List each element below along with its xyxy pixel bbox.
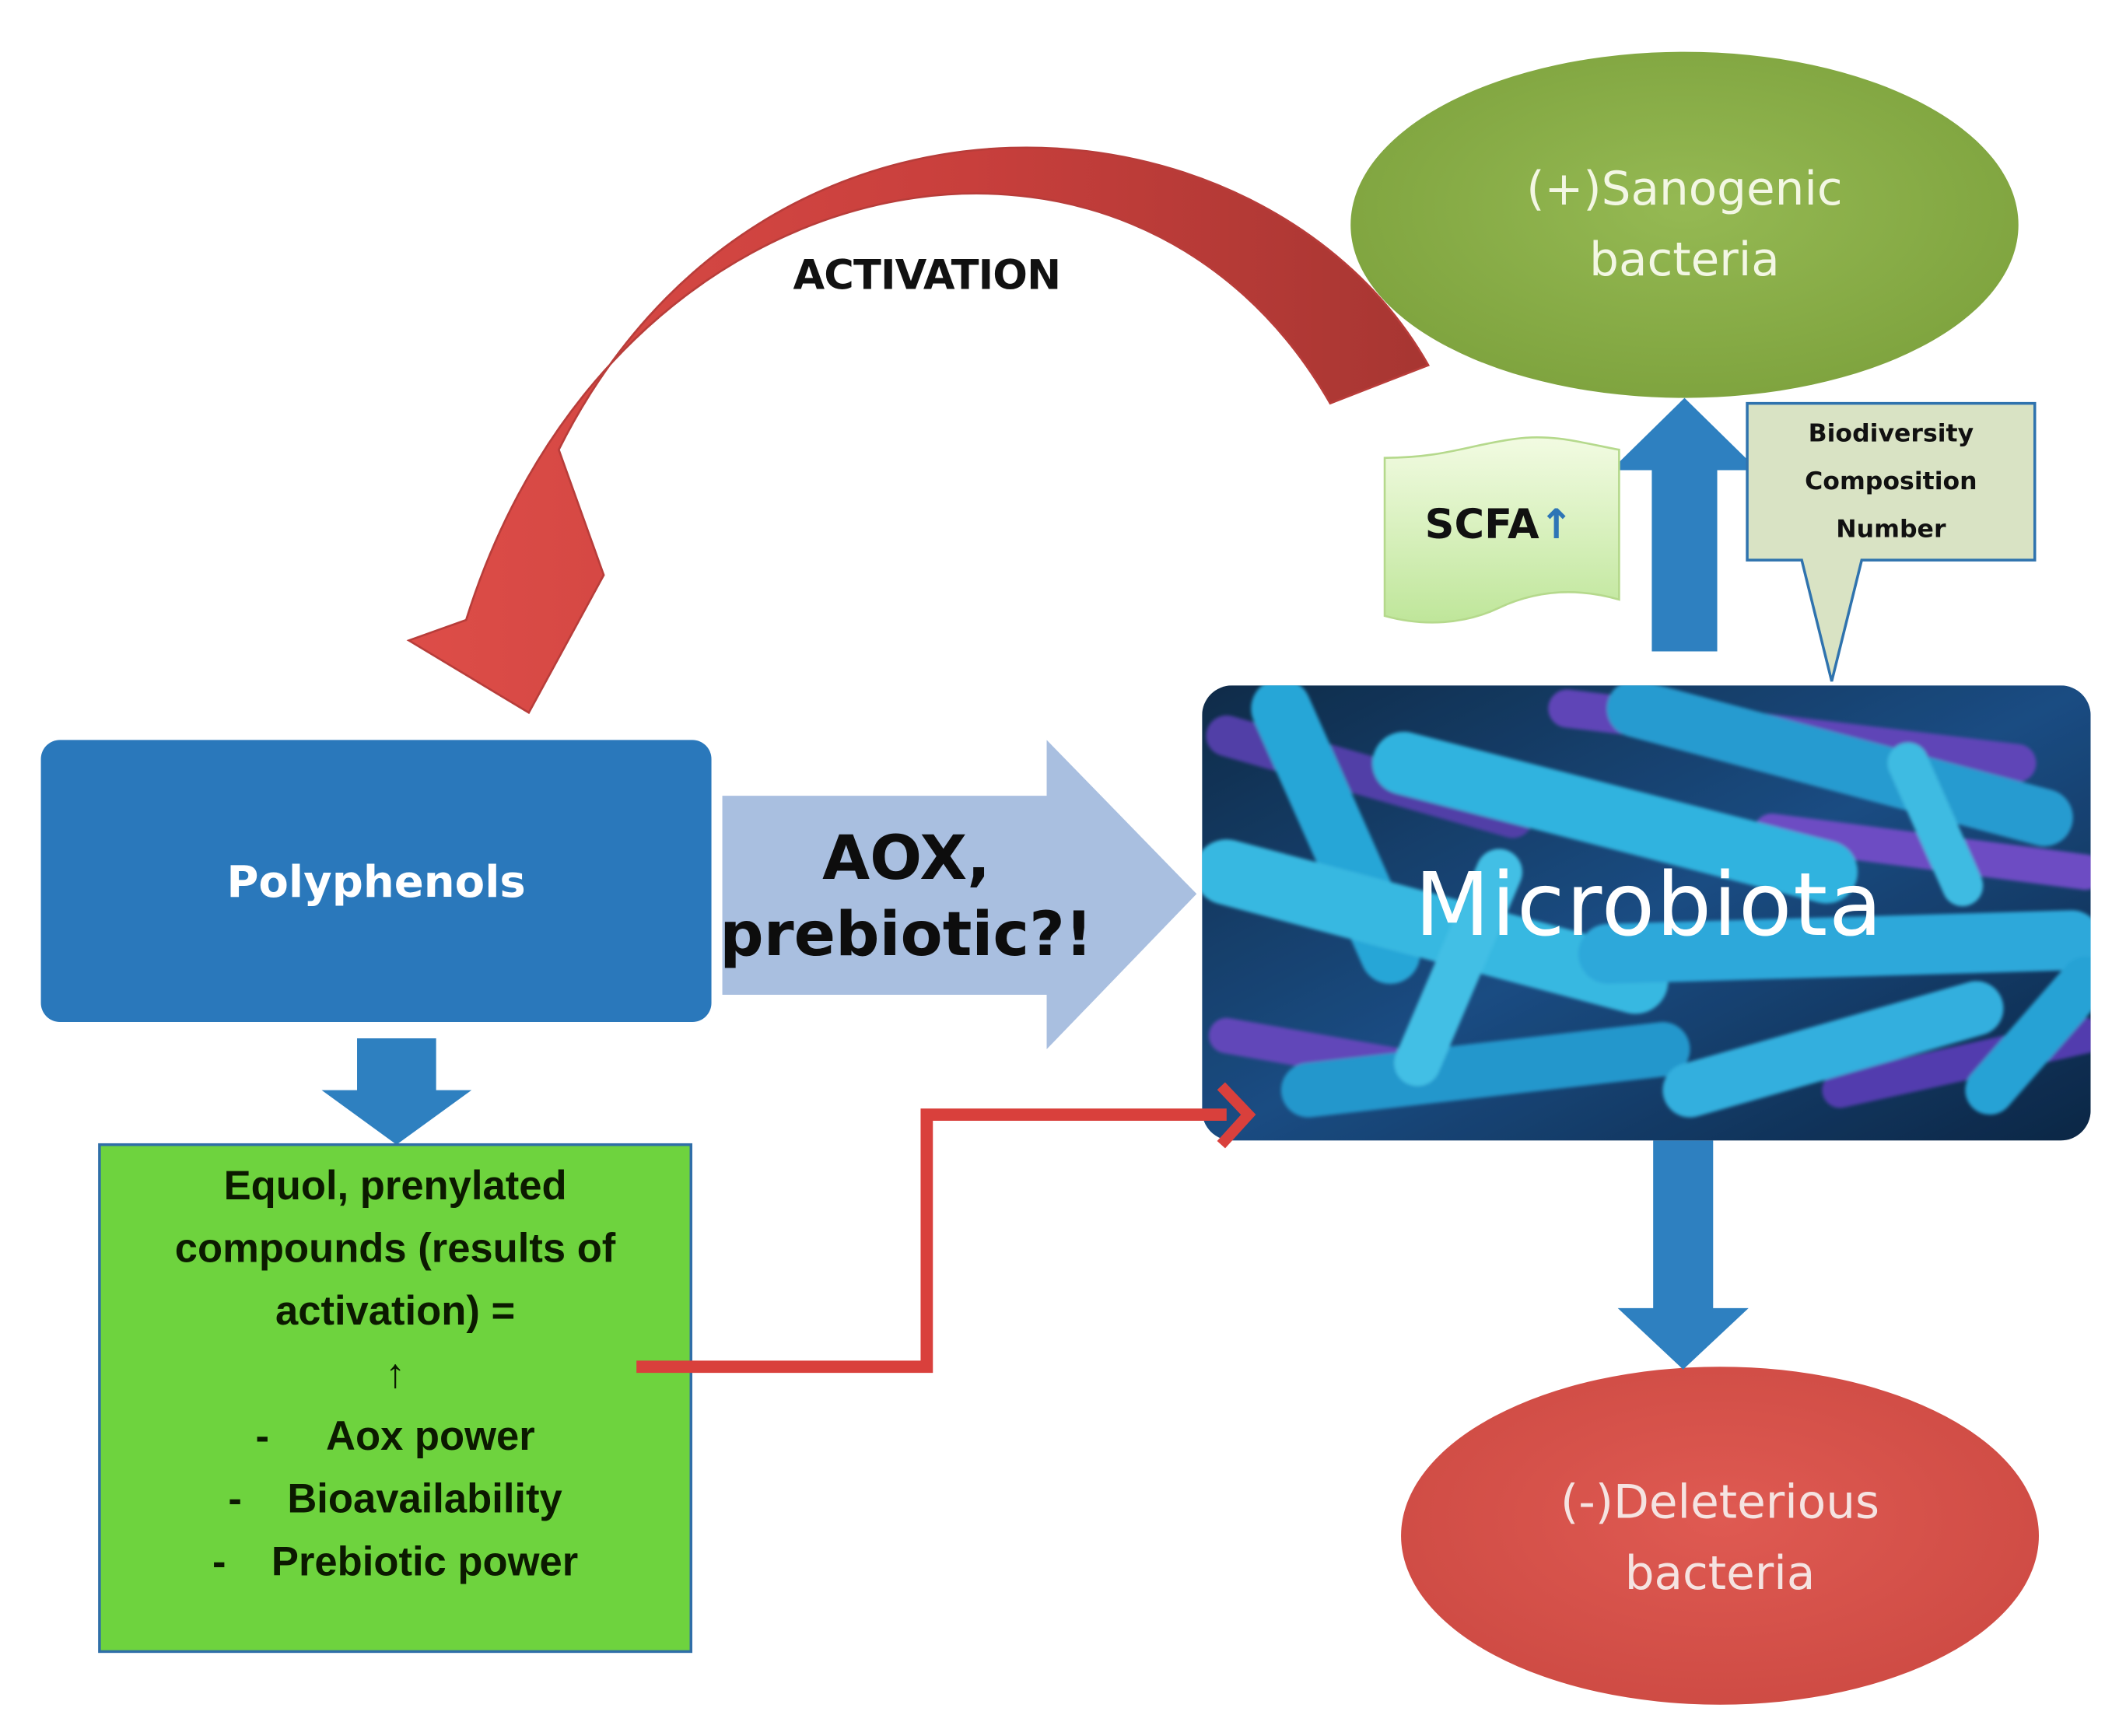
equol-up-icon: ↑ [384, 1351, 406, 1397]
sanogenic-ellipse [1350, 51, 2019, 398]
bullet-bioavailability: - Bioavailability [228, 1469, 562, 1532]
number-line: Number [1836, 514, 1946, 544]
bullet-marker: - [212, 1539, 226, 1585]
deleterious-label: (-)Deleterious bacteria [1431, 1464, 2009, 1614]
equol-line1: Equol, prenylated [223, 1164, 567, 1209]
sanogenic-line1: (+)Sanogenic [1526, 162, 1843, 217]
equol-line3: activation) = [275, 1289, 516, 1335]
bullet-aox-text: Aox power [326, 1414, 535, 1460]
microbiota-label: Microbiota [1414, 856, 1884, 957]
scfa-text: SCFA [1424, 500, 1539, 549]
sanogenic-line2: bacteria [1589, 233, 1780, 288]
bullet-bioavailability-text: Bioavailability [287, 1477, 562, 1522]
polyphenols-box [40, 740, 712, 1022]
down-arrow [1617, 1140, 1749, 1370]
equol-box [98, 1143, 693, 1654]
bullet-marker: - [255, 1414, 269, 1460]
scfa-up-icon: ↑ [1539, 500, 1574, 549]
composition-line: Composition [1805, 467, 1977, 495]
deleterious-line2: bacteria [1624, 1546, 1816, 1601]
polyphenols-down-arrow [321, 1038, 472, 1145]
bullet-aox: - Aox power [255, 1406, 534, 1469]
scfa-scroll [1383, 436, 1620, 624]
equol-label: Equol, prenylated compounds (results of … [100, 1156, 691, 1647]
up-arrow [1610, 397, 1759, 652]
scfa-label: SCFA↑ [1390, 484, 1608, 565]
microbiota-image [1202, 685, 2091, 1141]
aox-line1: AOX, [822, 821, 991, 894]
aox-line2: prebiotic?! [720, 898, 1093, 971]
equol-line2: compounds (results of [174, 1226, 616, 1272]
sanogenic-label: (+)Sanogenic bacteria [1377, 150, 1993, 300]
biodiversity-callout [1746, 401, 2037, 682]
deleterious-line1: (-)Deleterious [1560, 1475, 1880, 1531]
biodiversity-label: Biodiversity Composition Number [1747, 406, 2035, 556]
activation-label: ACTIVATION [793, 251, 1061, 299]
deleterious-ellipse [1401, 1367, 2039, 1705]
bullet-prebiotic: - Prebiotic power [212, 1531, 578, 1594]
bullet-prebiotic-text: Prebiotic power [271, 1539, 579, 1585]
polyphenols-label: Polyphenols [226, 855, 526, 907]
aox-label: AOX, prebiotic?! [716, 812, 1098, 981]
bullet-marker: - [228, 1477, 242, 1522]
equol-connector-line [636, 1108, 1227, 1374]
connector-chevron [1217, 1082, 1256, 1149]
activation-arrow [406, 146, 1430, 715]
aox-arrow [722, 740, 1197, 1050]
biodiversity-line: Biodiversity [1808, 418, 1974, 448]
